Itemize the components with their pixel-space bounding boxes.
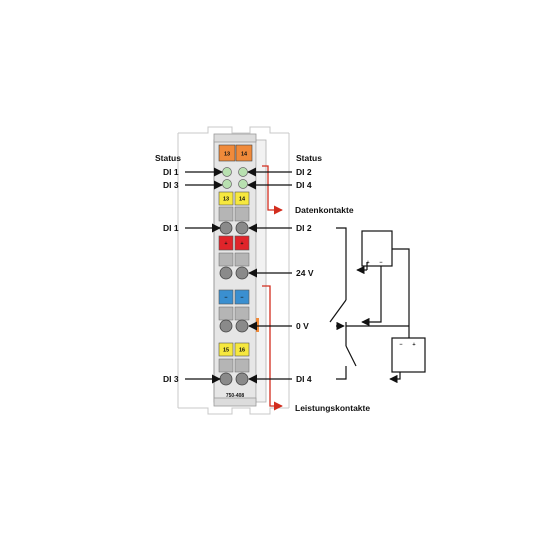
data-contacts-label: Datenkontakte (295, 205, 354, 215)
terminal-label-24v: 24 V (296, 268, 314, 278)
marker-plus-right (234, 235, 250, 251)
marker-mid-right (234, 191, 250, 206)
marker-bottom-left-text: 15 (223, 348, 229, 354)
terminal-0v-left[interactable] (219, 319, 233, 333)
model-number: 750-408 (226, 393, 245, 399)
marker-bottom-right-text: 16 (239, 348, 245, 354)
marker-bottom-left (218, 342, 234, 357)
io-module: 13 14 13 14 + + (177, 126, 290, 415)
marker-mid-left-text: 13 (223, 197, 229, 203)
module-bottom-cap (213, 397, 257, 407)
marker-mid-right-text: 14 (239, 197, 246, 203)
marker-top-right-text: 14 (241, 152, 248, 158)
marker-mid-left (218, 191, 234, 206)
terminal-pair-di1-di2 (218, 206, 250, 235)
led-di3 (222, 179, 232, 189)
side-accent (256, 318, 259, 332)
marker-top-left-text: 13 (224, 152, 230, 158)
marker-plus-left-text: + (224, 241, 227, 247)
marker-plus-right-text: + (240, 241, 243, 247)
module-side-strip (255, 139, 267, 403)
status-label-left: Status (155, 153, 181, 163)
terminal-pair-di3-di4 (218, 358, 250, 386)
terminal-label-di4: DI 4 (296, 374, 312, 384)
module-top-cap (213, 133, 257, 143)
marker-minus-left-text: − (224, 295, 227, 301)
led-label-di4: DI 4 (296, 180, 312, 190)
switch-2 (345, 345, 357, 367)
terminal-0v-right[interactable] (235, 319, 249, 333)
marker-plus-left (218, 235, 234, 251)
battery-upper-minus: − (379, 260, 382, 266)
terminal-di3[interactable] (219, 372, 233, 386)
external-circuit (329, 227, 426, 384)
led-label-di3: DI 3 (163, 180, 179, 190)
terminal-label-di3: DI 3 (163, 374, 179, 384)
terminal-pair-24v (218, 252, 250, 280)
terminal-24v-left[interactable] (219, 266, 233, 280)
marker-top-left (218, 144, 236, 162)
terminal-di2[interactable] (235, 221, 249, 235)
terminal-di1[interactable] (219, 221, 233, 235)
right-arrows (247, 167, 292, 384)
led-di4 (238, 179, 248, 189)
led-di1 (222, 167, 232, 177)
battery-lower-plus: + (412, 342, 415, 348)
battery-upper (361, 230, 393, 267)
status-label-right: Status (296, 153, 322, 163)
battery-lower-minus: − (399, 342, 402, 348)
data-contacts-bracket (262, 165, 283, 215)
terminal-label-di2: DI 2 (296, 223, 312, 233)
marker-bottom-right (234, 342, 250, 357)
led-di2 (238, 167, 248, 177)
marker-minus-right-text: − (240, 295, 243, 301)
power-contacts-bracket (262, 285, 283, 411)
switch-1 (329, 299, 347, 323)
marker-minus-left (218, 289, 234, 305)
din-rail-outline (177, 126, 290, 415)
terminal-label-0v: 0 V (296, 321, 309, 331)
terminal-pair-0v (218, 306, 250, 333)
power-contacts-label: Leistungskontakte (295, 403, 370, 413)
led-label-di1: DI 1 (163, 167, 179, 177)
led-label-di2: DI 2 (296, 167, 312, 177)
terminal-di4[interactable] (235, 372, 249, 386)
battery-lower (391, 337, 426, 373)
marker-top-right (235, 144, 253, 162)
terminal-label-di1: DI 1 (163, 223, 179, 233)
terminal-24v-right[interactable] (235, 266, 249, 280)
left-arrows (185, 167, 223, 384)
battery-upper-plus: + (366, 260, 369, 266)
marker-minus-right (234, 289, 250, 305)
